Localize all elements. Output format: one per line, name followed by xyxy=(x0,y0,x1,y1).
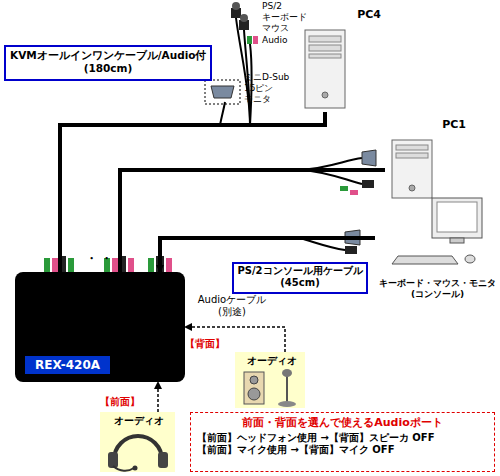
cable-plugs xyxy=(300,150,376,195)
pc-unit: PC4 xyxy=(300,8,383,112)
connector-label: ミニD-Sub 15ピン モニタ xyxy=(244,72,300,104)
side-heading: 【前面】 xyxy=(100,396,140,408)
note-box: 前面・背面を選んで使えるAudioポート【前面】ヘッドフォン使用 →【背面】スピ… xyxy=(190,412,495,472)
cable-name: PS/2コンソール用ケーブル (45cm) xyxy=(237,265,363,289)
ellipsis: ・ ・ xyxy=(86,252,112,265)
audio-name: オーディオ xyxy=(235,352,308,367)
cable-label-box: PS/2コンソール用ケーブル (45cm) xyxy=(232,262,368,294)
cable-label-box: KVMオールインワンケーブル/Audio付 (180cm) xyxy=(4,45,212,81)
microphone xyxy=(278,369,296,407)
console-name: キーボード・マウス・モニタ (コンソール) xyxy=(375,278,500,300)
side-heading: 【背面】 xyxy=(185,338,225,350)
kvm-cable xyxy=(120,170,385,272)
pc-unit: PC1 xyxy=(385,118,468,200)
pc-name: PC4 xyxy=(300,8,383,21)
audio-cable xyxy=(157,382,159,412)
connector-label: PS/2 キーボード マウス xyxy=(262,1,314,33)
console-set xyxy=(392,198,482,264)
pc-name: PC1 xyxy=(385,118,468,131)
kvm-switch: REX-420A xyxy=(15,272,185,382)
headset xyxy=(108,436,168,471)
product-name: REX-420A xyxy=(25,356,110,374)
cable-plugs xyxy=(220,18,252,125)
note-title: 前面・背面を選んで使えるAudioポート xyxy=(197,416,488,429)
cable-name: KVMオールインワンケーブル/Audio付 (180cm) xyxy=(10,49,206,74)
cable-note: Audioケーブル (別途) xyxy=(192,294,272,318)
speaker xyxy=(244,372,264,404)
connector-label: Audio xyxy=(262,35,288,46)
note-line: 【前面】マイク使用 →【背面】マイク OFF xyxy=(197,444,488,456)
cable-plugs xyxy=(300,230,360,254)
audio-panel: 【背面】オーディオ xyxy=(235,352,308,408)
pc-tower xyxy=(392,140,432,198)
pc-tower xyxy=(305,30,345,108)
note-line: 【前面】ヘッドフォン使用 →【背面】スピーカ OFF xyxy=(197,432,488,444)
audio-cable xyxy=(185,327,285,352)
console-unit: キーボード・マウス・モニタ (コンソール) xyxy=(375,194,500,300)
audio-name: オーディオ xyxy=(100,412,178,427)
kvm-cable xyxy=(60,112,325,272)
audio-panel: 【前面】オーディオ xyxy=(100,412,178,472)
